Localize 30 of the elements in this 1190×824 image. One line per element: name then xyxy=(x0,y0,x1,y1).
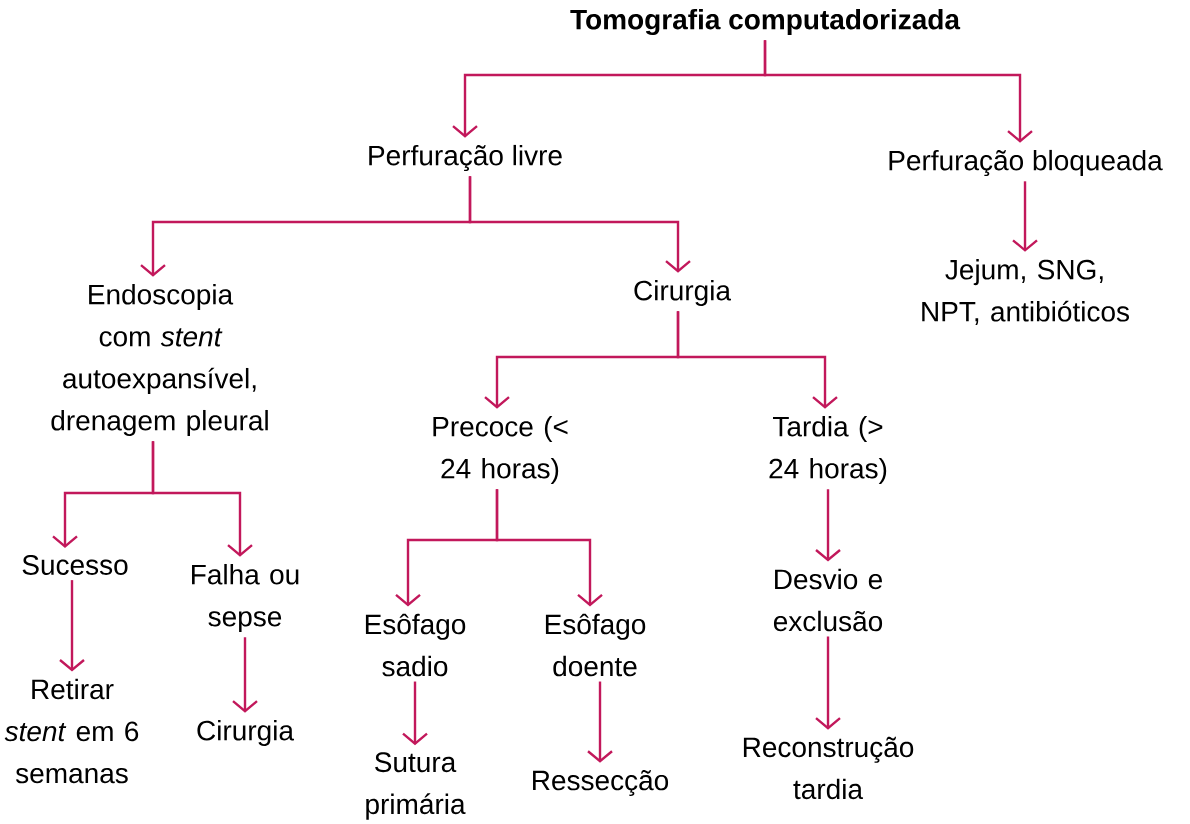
arrow xyxy=(232,637,258,713)
step-text: Precoce (< 24 horas) xyxy=(433,415,568,485)
arrow xyxy=(763,40,1033,143)
step-text: Jejum, SNG, NPT, antibióticos xyxy=(922,259,1129,325)
step-text: Sutura primária xyxy=(366,752,466,820)
arrow xyxy=(468,176,691,273)
step-text: Reconstrução tardia xyxy=(743,736,914,800)
step-text: Endoscopia com stent autoexpansível, drenagem pleural xyxy=(51,283,268,437)
arrow xyxy=(495,489,603,607)
arrow xyxy=(815,489,841,562)
step-text: Perfuração livre xyxy=(369,144,562,172)
step-text: Desvio e exclusão xyxy=(773,568,883,632)
step-text: Sucesso xyxy=(22,555,128,575)
arrow xyxy=(587,681,613,763)
step-text: Tardia (> 24 horas) xyxy=(769,415,887,485)
arrow xyxy=(402,681,428,746)
arrow xyxy=(1012,181,1038,252)
step-text: Cirurgia xyxy=(634,279,731,307)
step-text: Esôfago doente xyxy=(545,613,646,677)
arrow xyxy=(151,441,253,557)
step-text: Esôfago sadio xyxy=(365,613,466,677)
step-text: Cirurgia xyxy=(197,719,294,747)
arrow xyxy=(815,636,841,730)
arrow xyxy=(59,580,85,672)
step-text: Falha ou sepse xyxy=(192,563,299,633)
step-text: Perfuração bloqueada xyxy=(889,149,1163,177)
step-text: Retirar stent em 6 semanas xyxy=(4,678,139,784)
arrow xyxy=(676,311,838,409)
step-text: Ressecção xyxy=(533,770,669,796)
heading-text: Tomografia computadorizada xyxy=(570,8,961,36)
